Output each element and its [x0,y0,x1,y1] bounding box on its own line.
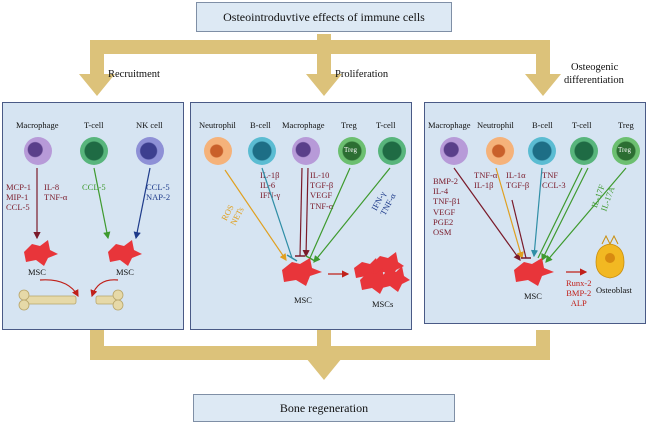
section-differentiation: differentiation [564,75,624,86]
p2-treg-label: Treg [341,120,357,130]
flow-bar-bottom [90,346,550,360]
p1-msc-right-icon [108,240,142,266]
p1-msc-left-label: MSC [28,267,46,277]
p2-mac-factors: IL-10 TGF-β VEGF TNF-α [310,170,334,211]
p2-bcell-inhibit [286,254,298,262]
p1-curve-left [39,279,79,298]
flow-bottom-arrowhead [306,358,342,380]
p1-nk-factors: CCL-5 NAP-2 [146,182,171,203]
p1-nk-arrow [133,167,151,240]
p2-treg-icon: Treg [338,137,366,165]
tcell-icon [80,137,108,165]
p1-msc-left-icon [24,240,58,266]
p3-bcell-icon [528,137,556,165]
bottom-title: Bone regeneration [193,394,455,422]
p2-bcell-icon [248,137,276,165]
p2-macrophage-label: Macrophage [282,120,325,130]
flow-mid-stem [317,40,331,76]
p3-mac2-line [511,199,527,259]
p2-mscs-icon [354,252,410,294]
p1-tcell-factors: CCL-5 [82,182,106,192]
p1-msc-right-label: MSC [116,267,134,277]
flow-left-stem [90,40,104,76]
section-recruitment: Recruitment [108,69,160,80]
section-proliferation: Proliferation [335,69,389,80]
p3-neutrophil-arrow [495,167,524,260]
osteoblast-icon [595,234,625,279]
p3-tcell-line-b [541,167,589,262]
flow-right-arrowhead [525,74,561,96]
p1-nkcell-label: NK cell [136,120,163,130]
p3-macrophage-icon [440,137,468,165]
flow-mid-arrowhead [306,74,342,96]
p3-msc-label: MSC [524,291,542,301]
p2-mscs-label: MSCs [372,299,394,309]
p3-treg-arrow [545,167,627,263]
p2-treg-badge: Treg [344,146,357,154]
p1-macrophage-label: Macrophage [16,120,59,130]
p3-treg-icon: Treg [612,137,640,165]
p3-neutrophil-icon [486,137,514,165]
p3-treg-badge: Treg [618,146,631,154]
p2-neutrophil-icon [204,137,232,165]
p3-tcell-label: T-cell [572,120,592,130]
p3-tcell-icon [570,137,598,165]
p3-osteo-factors: Runx-2 BMP-2 ALP [566,278,592,309]
p2-bcell-line [261,167,293,259]
p2-msc-label: MSC [294,295,312,305]
page-title: Osteointroduvtive effects of immune cell… [196,2,452,32]
p1-tcell-label: T-cell [84,120,104,130]
p1-tcell-arrow [93,167,111,240]
flow-left-arrowhead [79,74,115,96]
p3-treg-label: Treg [618,120,634,130]
p2-mac-line-b [302,167,310,258]
p1-mac-factors-b: IL-8 TNF-α [44,182,68,203]
p3-tcell-line-a [537,167,583,259]
p3-bcell-factors-b: TNF CCL-3 [542,170,566,191]
p3-macrophage-label: Macrophage [428,120,471,130]
p3-mac-factors: BMP-2 IL-4 TNF-β1 VEGF PGE2 OSM [433,176,461,237]
flow-right-stem [536,40,550,76]
p2-tcell-arrow [313,167,391,263]
section-osteogenic: Osteogenic [571,62,619,73]
osteoblast-label: Osteoblast [596,285,632,295]
p3-mac-arrow [453,167,521,261]
p2-tcell-icon [378,137,406,165]
p3-bcell-arrow [530,167,543,258]
p3-bcell-label: B-cell [532,120,553,130]
p3-msc-icon [514,258,554,286]
p2-msc-icon [282,258,322,286]
p3-neutrophil-factors: TNF-α IL-1β [474,170,498,191]
p2-neutrophil-label: Neutrophil [199,120,236,130]
p2-tcell-label: T-cell [376,120,396,130]
p1-mac-factors-a: MCP-1 MIP-1 CCL-5 [6,182,32,213]
p1-curve-right [90,279,119,298]
nk-cell-icon [136,137,164,165]
p2-neutrophil-arrow [224,169,287,261]
p2-bcell-label: B-cell [250,120,271,130]
macrophage-icon [24,137,52,165]
p3-bcell-factors-a: IL-1α TGF-β [506,170,530,191]
p2-mac-line-a [299,167,303,257]
p2-macrophage-icon [292,137,320,165]
p2-treg-line [309,167,351,259]
bone-icon [18,289,124,311]
p3-neutrophil-label: Neutrophil [477,120,514,130]
